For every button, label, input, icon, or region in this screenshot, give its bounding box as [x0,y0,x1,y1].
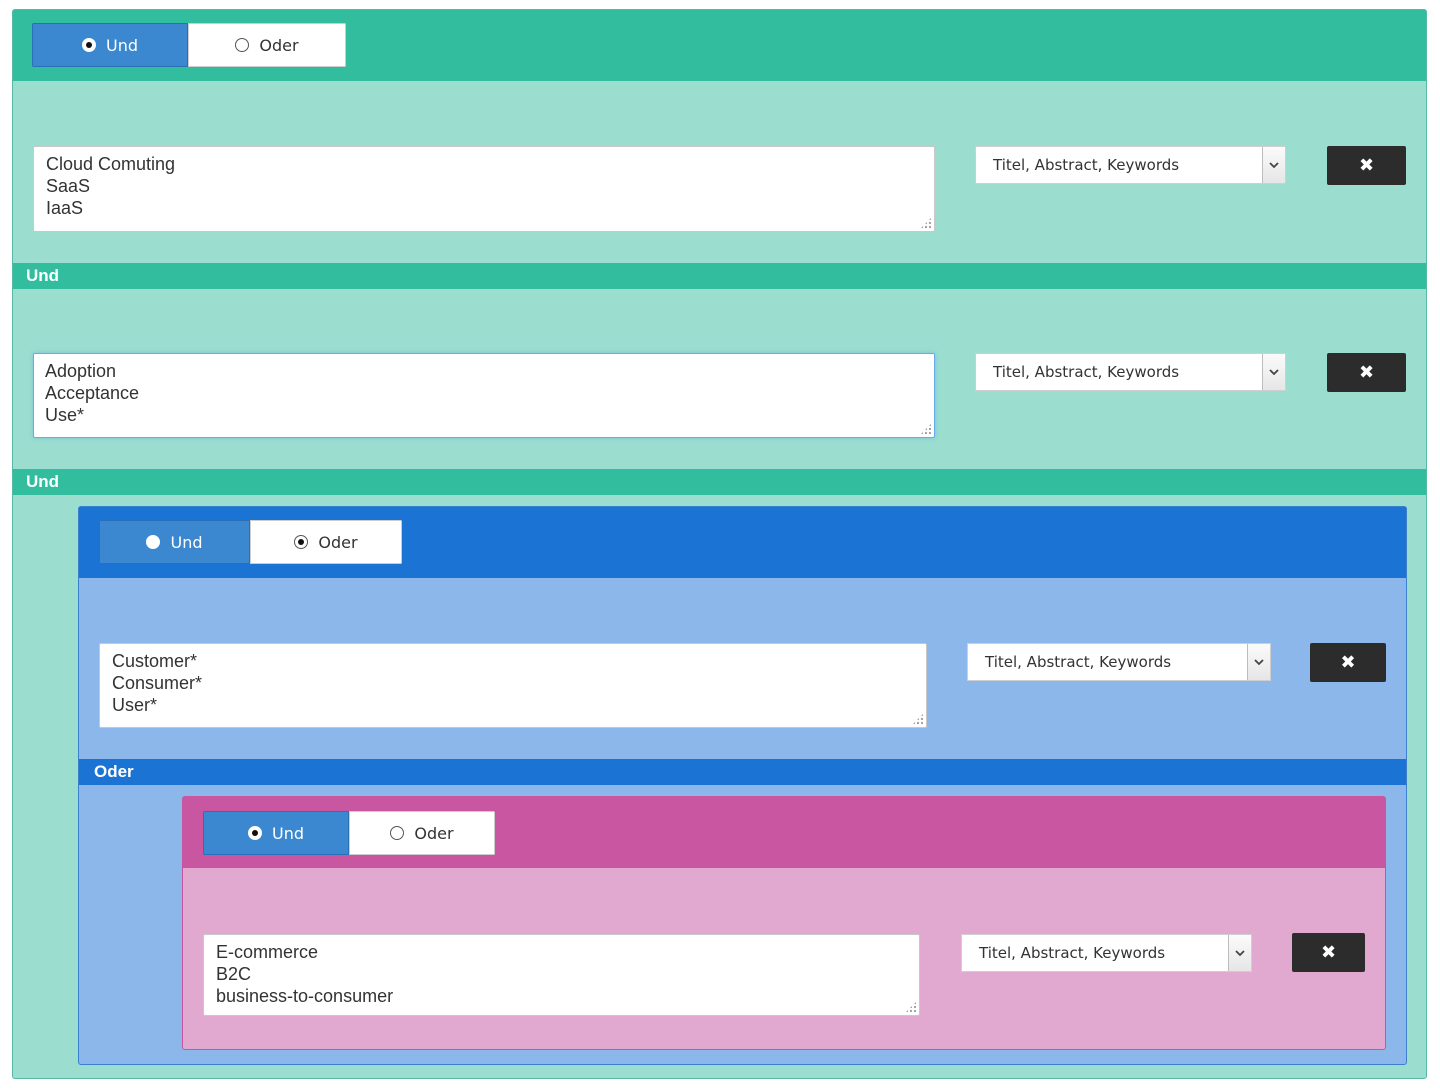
radio-icon[interactable] [235,38,250,52]
close-icon: ✖ [1320,941,1337,963]
term-4-textarea[interactable]: E-commerce B2C business-to-consumer [203,934,920,1016]
close-icon: ✖ [1340,651,1356,673]
group-1-und-option[interactable]: Und [32,23,188,67]
group-3-und-option[interactable]: Und [203,811,349,855]
term-2-line-2: Acceptance [45,383,140,403]
operator-bar-1-label: Und [26,266,60,285]
operator-bar-2: Und [13,469,1426,495]
group-1-operator-toggle: Und Oder [32,23,346,67]
term-3-field-value: Titel, Abstract, Keywords [985,653,1172,671]
term-1-line-1: Cloud Comuting [46,154,176,174]
radio-icon[interactable] [247,826,262,840]
radio-icon[interactable] [146,535,161,549]
term-1-line-3: IaaS [46,198,84,218]
term-3-delete-button[interactable]: ✖ [1310,643,1386,682]
group-2-oder-label: Oder [318,532,358,552]
group-2-oder-option[interactable]: Oder [250,520,402,564]
term-1-delete-button[interactable]: ✖ [1327,146,1406,185]
term-3-textarea[interactable]: Customer* Consumer* User* [99,643,927,728]
term-3-field-select[interactable]: Titel, Abstract, Keywords [967,643,1271,681]
term-3-line-1: Customer* [112,651,198,671]
close-icon: ✖ [1358,154,1375,176]
chevron-down-icon[interactable] [1262,354,1285,390]
term-4-line-2: B2C [216,964,252,984]
group-2-und-option[interactable]: Und [99,520,250,564]
group-1-oder-label: Oder [259,35,299,55]
chevron-down-icon[interactable] [1262,147,1285,183]
term-2-line-1: Adoption [45,361,117,381]
radio-icon[interactable] [81,38,96,52]
group-3-operator-toggle: Und Oder [203,811,495,855]
group-1-und-label: Und [105,35,138,55]
term-4-line-1: E-commerce [216,942,319,962]
term-4-delete-button[interactable]: ✖ [1292,933,1365,972]
term-4-field-select[interactable]: Titel, Abstract, Keywords [961,934,1252,972]
group-2-operator-toggle: Und Oder [99,520,402,564]
term-1-field-value: Titel, Abstract, Keywords [993,156,1180,174]
operator-bar-1: Und [13,263,1426,289]
group-1-oder-option[interactable]: Oder [188,23,346,67]
chevron-down-icon[interactable] [1228,935,1251,971]
operator-bar-2-label: Und [26,472,60,491]
term-3-line-2: Consumer* [112,673,203,693]
term-4-line-3: business-to-consumer [216,986,394,1006]
group-3-und-label: Und [271,823,304,843]
term-2-field-value: Titel, Abstract, Keywords [993,363,1180,381]
radio-icon[interactable] [294,535,309,549]
term-4-field-value: Titel, Abstract, Keywords [979,944,1166,962]
operator-bar-3-label: Oder [94,762,134,781]
close-icon: ✖ [1358,361,1375,383]
group-3-oder-label: Oder [414,823,454,843]
term-2-line-3: Use* [45,405,85,425]
term-1-textarea[interactable]: Cloud Comuting SaaS IaaS [33,146,935,232]
term-2-textarea[interactable]: Adoption Acceptance Use* [33,353,935,438]
term-2-delete-button[interactable]: ✖ [1327,353,1406,392]
term-2-field-select[interactable]: Titel, Abstract, Keywords [975,353,1286,391]
term-3-line-3: User* [112,695,158,715]
term-1-field-select[interactable]: Titel, Abstract, Keywords [975,146,1286,184]
group-3-oder-option[interactable]: Oder [349,811,495,855]
radio-icon[interactable] [390,826,405,840]
term-1-line-2: SaaS [46,176,91,196]
group-2-und-label: Und [170,532,203,552]
operator-bar-3: Oder [79,759,1406,785]
chevron-down-icon[interactable] [1247,644,1270,680]
